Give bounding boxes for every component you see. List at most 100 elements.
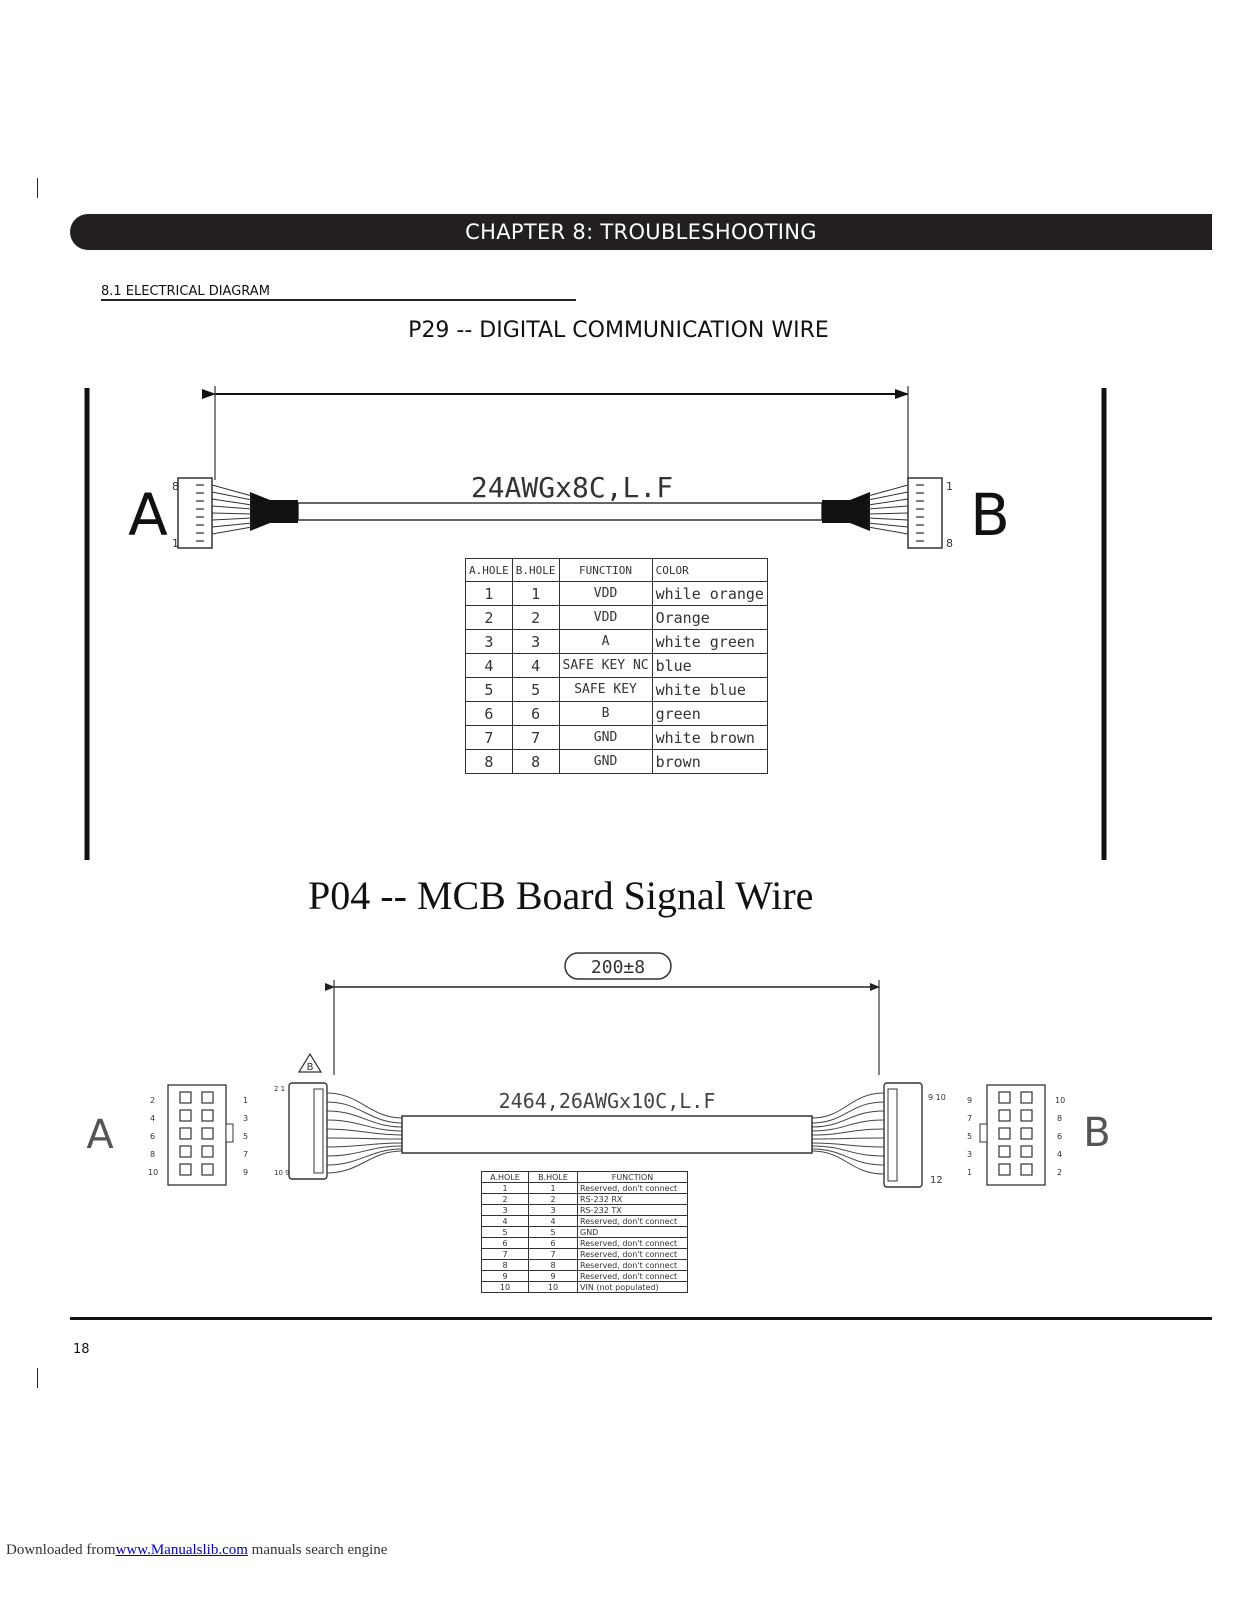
table-cell: RS-232 TX: [577, 1204, 688, 1216]
table-cell: 5: [481, 1226, 529, 1238]
table-row: 8 8 Reserved, don't connect: [481, 1259, 688, 1271]
table-row: 5 5 SAFE KEY white blue: [465, 677, 768, 702]
p04-cable: [401, 1115, 813, 1154]
table-cell: 3: [528, 1204, 578, 1216]
table-header-cell: A.HOLE: [481, 1171, 529, 1183]
table-row: 1 1 VDD while orange: [465, 581, 768, 606]
p04-b-left-pin: 5: [967, 1132, 972, 1141]
table-row: 3 3 A white green: [465, 629, 768, 654]
table-header-row: A.HOLE B.HOLE FUNCTION: [481, 1171, 688, 1183]
table-header-cell: FUNCTION: [558, 558, 653, 582]
p29-a-pin-top: 8: [172, 480, 179, 493]
table-row: 5 5 GND: [481, 1226, 688, 1238]
manualslib-link[interactable]: www.Manualslib.com: [115, 1542, 248, 1558]
table-cell: 3: [511, 629, 560, 654]
table-cell: 5: [528, 1226, 578, 1238]
table-row: 8 8 GND brown: [465, 749, 768, 774]
table-cell: 9: [528, 1270, 578, 1282]
p04-a-right-pin: 3: [243, 1114, 248, 1123]
table-cell: 9: [481, 1270, 529, 1282]
table-cell: 4: [465, 653, 513, 678]
p04-b-right-pin: 6: [1057, 1132, 1062, 1141]
download-footer: Downloaded fromwww.Manualslib.com manual…: [6, 1542, 387, 1559]
table-cell: 1: [511, 581, 560, 606]
table-row: 7 7 GND white brown: [465, 725, 768, 750]
table-cell: 5: [511, 677, 560, 702]
footer-prefix: Downloaded from: [6, 1542, 116, 1558]
p29-a-pin-bottom: 1: [172, 537, 179, 550]
table-cell: Reserved, don't connect: [577, 1259, 688, 1271]
table-cell: white green: [651, 629, 768, 654]
table-cell: 8: [511, 749, 560, 774]
p04-b-right-pin: 4: [1057, 1150, 1062, 1159]
p04-a-right-pin: 1: [243, 1096, 248, 1105]
table-cell: 3: [481, 1204, 529, 1216]
table-header-cell: B.HOLE: [511, 558, 560, 582]
p29-b-pin-top: 1: [946, 480, 953, 493]
table-cell: GND: [558, 725, 653, 750]
p29-boot-a: [250, 492, 298, 531]
table-cell: 2: [481, 1193, 529, 1205]
table-cell: VDD: [558, 581, 653, 606]
table-cell: white brown: [651, 725, 768, 750]
table-cell: 1: [481, 1182, 529, 1194]
table-cell: blue: [651, 653, 768, 678]
table-cell: GND: [558, 749, 653, 774]
p29-end-b-label: B: [970, 481, 1010, 549]
p04-face-b-latch: [979, 1123, 988, 1143]
table-row: 10 10 VIN (not populated): [481, 1281, 688, 1293]
p29-connector-a: [177, 477, 213, 549]
table-cell: 4: [511, 653, 560, 678]
table-cell: A: [558, 629, 653, 654]
p04-a-left-pin: 8: [150, 1150, 155, 1159]
table-cell: 4: [481, 1215, 529, 1227]
chapter-header-bar: CHAPTER 8: TROUBLESHOOTING: [70, 214, 1212, 250]
p04-b-right-pin: 10: [1055, 1096, 1065, 1105]
table-cell: SAFE KEY: [558, 677, 653, 702]
table-row: 6 6 Reserved, don't connect: [481, 1237, 688, 1249]
table-cell: 1: [465, 581, 513, 606]
table-cell: VIN (not populated): [577, 1281, 688, 1293]
table-cell: while orange: [651, 581, 768, 606]
p29-pin-table: A.HOLE B.HOLE FUNCTION COLOR 1 1 VDD whi…: [465, 558, 768, 774]
table-cell: 10: [528, 1281, 578, 1293]
p29-end-a-label: A: [128, 481, 168, 549]
footer-suffix: manuals search engine: [247, 1542, 388, 1558]
p04-length-label: 200±8: [591, 957, 645, 978]
table-cell: 6: [465, 701, 513, 726]
p04-a-left-pin: 4: [150, 1114, 155, 1123]
p04-face-a-latch: [225, 1123, 234, 1143]
p29-drawing: 24AWGx8C,L.F A B 8 1 1: [84, 386, 1107, 860]
p04-a-right-pin: 5: [243, 1132, 248, 1141]
p04-a-right-pin: 9: [243, 1168, 248, 1177]
table-cell: GND: [577, 1226, 688, 1238]
p04-end-a-label: A: [86, 1112, 114, 1158]
table-row: 1 1 Reserved, don't connect: [481, 1182, 688, 1194]
table-cell: 2: [511, 605, 560, 630]
section-underline: [101, 299, 576, 301]
p04-b-left-pin: 1: [967, 1168, 972, 1177]
table-cell: 6: [511, 701, 560, 726]
table-cell: B: [558, 701, 653, 726]
table-row: 3 3 RS-232 TX: [481, 1204, 688, 1216]
table-row: 4 4 SAFE KEY NC blue: [465, 653, 768, 678]
table-cell: 2: [465, 605, 513, 630]
table-cell: Reserved, don't connect: [577, 1182, 688, 1194]
p04-plug-b-top-pins: 9 10: [928, 1093, 946, 1102]
table-row: 7 7 Reserved, don't connect: [481, 1248, 688, 1260]
table-row: 2 2 RS-232 RX: [481, 1193, 688, 1205]
p04-plug-a-contacts: [313, 1088, 324, 1174]
p04-wire-spec: 2464,26AWGx10C,L.F: [499, 1089, 716, 1113]
table-cell: Orange: [651, 605, 768, 630]
table-header-cell: B.HOLE: [528, 1171, 578, 1183]
table-cell: 7: [465, 725, 513, 750]
p04-connector-face-a: [167, 1084, 227, 1186]
table-cell: 6: [528, 1237, 578, 1249]
p04-length-badge: [564, 952, 672, 980]
p04-plug-b-contacts: [887, 1088, 898, 1182]
table-cell: 7: [528, 1248, 578, 1260]
table-cell: 2: [528, 1193, 578, 1205]
p04-note-marker: B: [307, 1062, 314, 1073]
table-cell: Reserved, don't connect: [577, 1237, 688, 1249]
